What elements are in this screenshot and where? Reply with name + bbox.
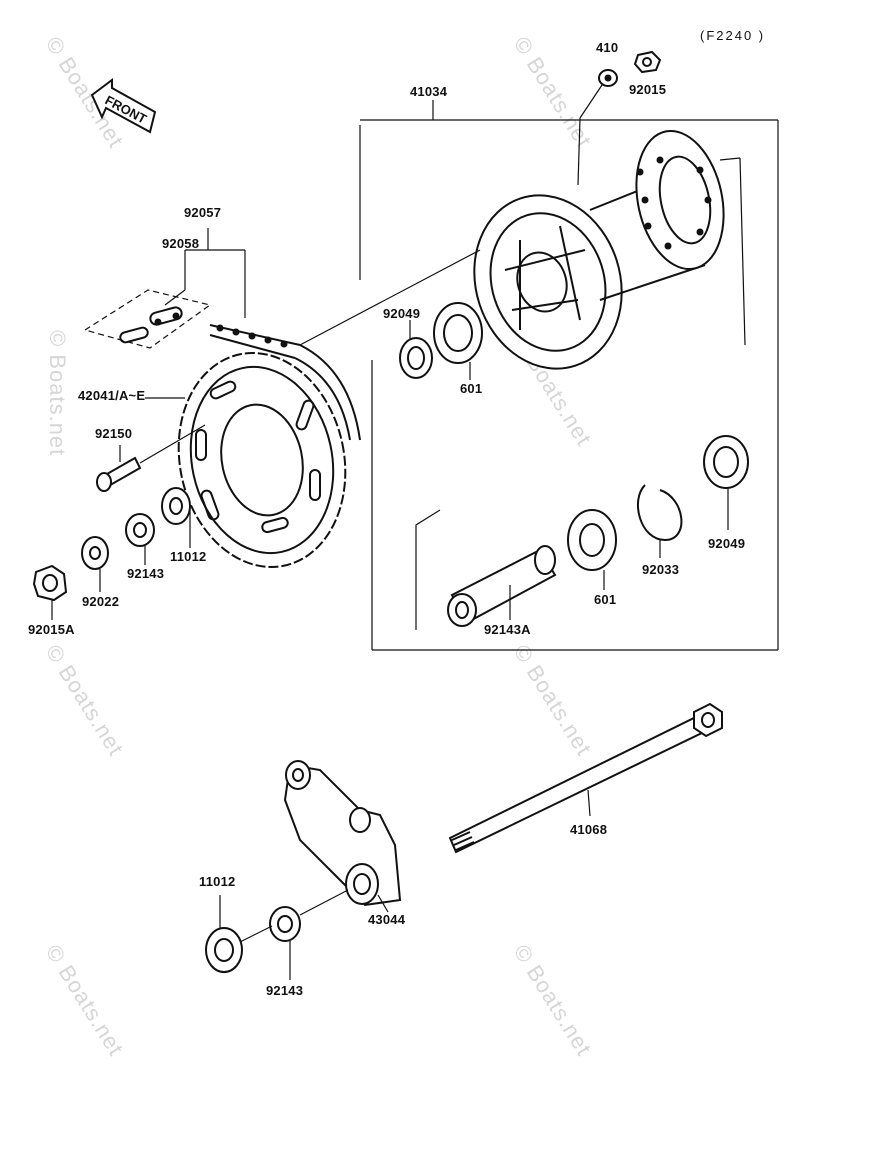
part-label-41034: 41034 bbox=[410, 84, 448, 99]
part-label-92049-top: 92049 bbox=[383, 306, 421, 321]
part-label-41068: 41068 bbox=[570, 822, 608, 837]
rear-wheel-hub bbox=[473, 129, 746, 370]
part-label-601-mid: 601 bbox=[594, 592, 617, 607]
rear-sprocket bbox=[145, 351, 347, 569]
part-label-92143A: 92143A bbox=[484, 622, 531, 637]
part-label-42041: 42041/A~E bbox=[78, 388, 146, 403]
drive-chain bbox=[184, 228, 481, 441]
part-label-11012-top: 11012 bbox=[170, 549, 207, 564]
sprocket-bolt bbox=[96, 424, 206, 492]
part-label-92022: 92022 bbox=[82, 594, 120, 609]
hub-bearings-top bbox=[399, 302, 483, 380]
hub-spacer-tube bbox=[415, 509, 557, 630]
part-label-43044: 43044 bbox=[368, 912, 406, 927]
figure-code: (F2240 ) bbox=[700, 28, 766, 43]
part-label-92015: 92015 bbox=[629, 82, 667, 97]
left-spacer-parts bbox=[32, 487, 191, 620]
hub-leader-lines bbox=[577, 50, 662, 186]
front-arrow-icon bbox=[90, 78, 157, 134]
part-label-92143-top: 92143 bbox=[127, 566, 165, 581]
part-label-92033: 92033 bbox=[642, 562, 680, 577]
chain-master-link bbox=[83, 289, 212, 349]
bottom-spacer-parts bbox=[205, 895, 301, 980]
part-label-92015A: 92015A bbox=[28, 622, 75, 637]
nut-92015 bbox=[633, 50, 662, 74]
part-label-601-top: 601 bbox=[460, 381, 483, 396]
part-label-92057: 92057 bbox=[184, 205, 222, 220]
part-label-92058: 92058 bbox=[162, 236, 200, 251]
hub-assembly-bracket bbox=[359, 100, 779, 651]
part-label-11012-bottom: 11012 bbox=[199, 874, 236, 889]
part-label-92143-bottom: 92143 bbox=[266, 983, 304, 998]
part-label-92150: 92150 bbox=[95, 426, 133, 441]
hub-bearings-right bbox=[567, 435, 749, 590]
rear-axle bbox=[448, 702, 723, 854]
brake-caliper-bracket bbox=[283, 760, 402, 916]
part-label-92049-right: 92049 bbox=[708, 536, 746, 551]
part-label-410: 410 bbox=[596, 40, 619, 55]
